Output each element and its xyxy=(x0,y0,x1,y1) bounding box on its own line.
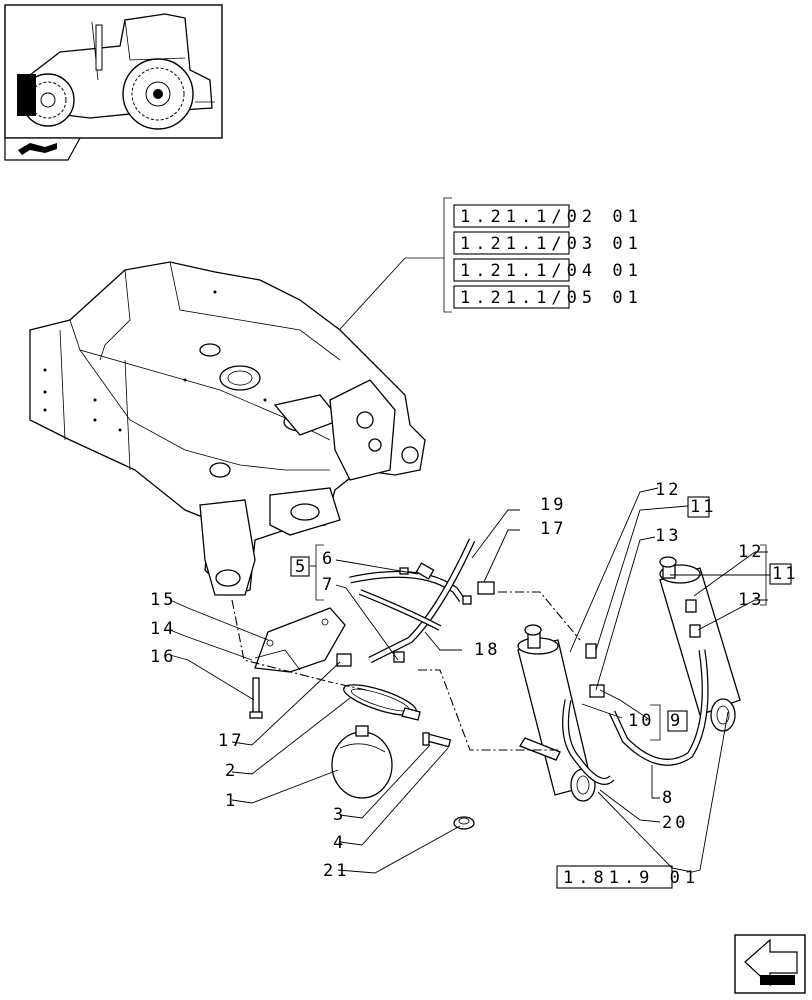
callout-15: 15 xyxy=(150,590,176,610)
accumulator-1 xyxy=(331,725,393,799)
callout-18: 18 xyxy=(474,640,500,660)
callout-12-top: 12 xyxy=(655,480,681,500)
callout-8: 8 xyxy=(662,788,675,808)
section-arrow-icon xyxy=(4,137,82,161)
connection-lines xyxy=(231,591,581,751)
bolt-16 xyxy=(249,677,263,719)
callout-7: 7 xyxy=(322,575,335,595)
reference-bracket xyxy=(329,197,452,341)
callout-17-upper: 17 xyxy=(540,519,566,539)
hydraulic-pipes xyxy=(336,538,495,667)
steering-cylinder-left xyxy=(517,624,615,802)
frame-ref-2: 1.21.1/03 01 xyxy=(460,234,643,254)
callout-9: 9 xyxy=(670,711,683,731)
frame-ref-4: 1.21.1/05 01 xyxy=(460,288,643,308)
callout-4: 4 xyxy=(333,833,346,853)
tractor-thumbnail-icon xyxy=(4,4,223,139)
callout-17-lower: 17 xyxy=(218,731,244,751)
cylinder-ref: 1.81.9 01 xyxy=(563,868,700,888)
nut-21 xyxy=(453,816,475,830)
callout-14: 14 xyxy=(150,619,176,639)
callout-20: 20 xyxy=(662,813,688,833)
callout-21: 21 xyxy=(323,861,349,881)
callout-labels: 15 14 16 17 2 1 3 4 21 5 6 7 19 17 18 12… xyxy=(150,480,798,889)
accumulator-bracket xyxy=(254,607,346,673)
callout-11-top: 11 xyxy=(690,497,716,517)
callout-5: 5 xyxy=(295,557,308,577)
callout-11-right: 11 xyxy=(772,564,798,584)
frame-ref-1: 1.21.1/02 01 xyxy=(460,207,643,227)
callout-19: 19 xyxy=(540,495,566,515)
callout-10: 10 xyxy=(628,711,654,731)
callout-13-right: 13 xyxy=(738,590,764,610)
frame-ref-3: 1.21.1/04 01 xyxy=(460,261,643,281)
callout-3: 3 xyxy=(333,805,346,825)
callout-2: 2 xyxy=(225,761,238,781)
callout-12-right: 12 xyxy=(738,542,764,562)
next-page-arrow-icon[interactable] xyxy=(734,934,806,994)
clamp-2 xyxy=(343,684,421,721)
callout-1: 1 xyxy=(225,791,238,811)
leader-lines xyxy=(169,487,770,874)
callout-13-top: 13 xyxy=(655,526,681,546)
bolt-3 xyxy=(422,732,452,748)
axle-support-frame xyxy=(29,261,426,596)
callout-6: 6 xyxy=(322,549,335,569)
callout-16: 16 xyxy=(150,647,176,667)
steering-cylinder-right xyxy=(608,556,741,766)
